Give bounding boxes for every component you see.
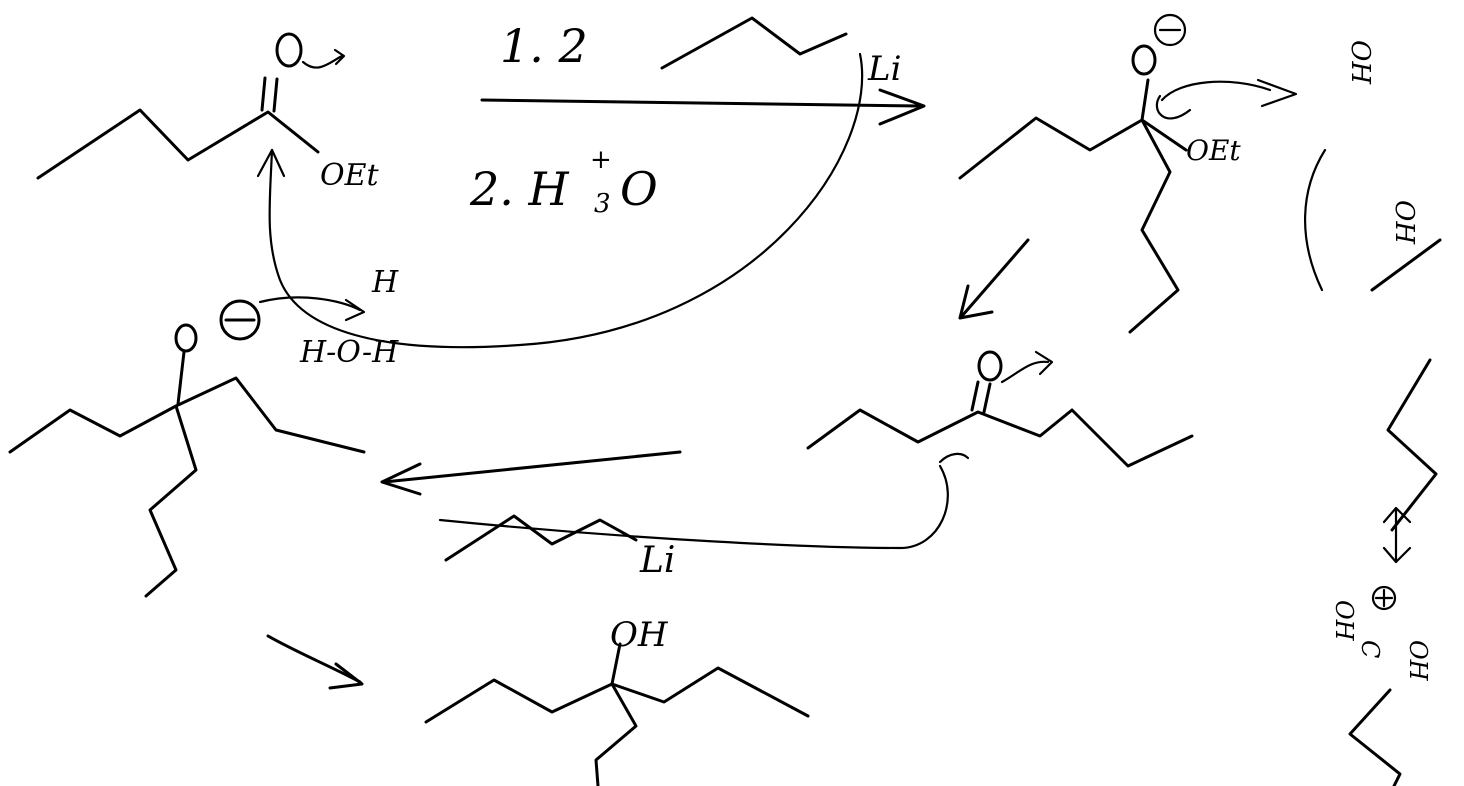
reagent-step-1: 1. 2 xyxy=(500,19,588,73)
nucleophile-attack-arrow xyxy=(268,52,864,349)
carbonyl-arrow xyxy=(301,54,344,69)
alkoxide-negative-icon xyxy=(219,299,261,341)
second-attack-arrow xyxy=(438,464,949,550)
svg-text:O: O xyxy=(620,162,658,216)
side-oh-label-1: OH xyxy=(1345,40,1375,85)
side-oh-label-3: OH xyxy=(1330,600,1358,642)
side-scheme: OH OH OH OH C xyxy=(1303,40,1442,786)
leaving-arrow xyxy=(1155,94,1192,120)
side-arrow xyxy=(1303,148,1327,292)
ester-oet-label: OEt xyxy=(320,158,379,193)
buli-li-label: Li xyxy=(639,540,675,581)
side-c-label: C xyxy=(1356,640,1384,658)
reagent-conditions: 1. 2 Li 2. H + 3 O xyxy=(469,16,926,219)
ketone-oxygen xyxy=(977,350,1003,382)
product-oh-label: OH xyxy=(610,615,669,655)
reaction-arrow-4 xyxy=(266,634,362,684)
water-h-top: H xyxy=(371,265,399,300)
tetrahedral-intermediate: OEt xyxy=(958,13,1298,334)
side-oh-label-2: OH xyxy=(1389,200,1419,245)
reaction-arrow-1 xyxy=(480,98,922,108)
reaction-arrow-3 xyxy=(382,450,682,484)
butyllithium: Li xyxy=(444,514,675,581)
tetra-oet-label: OEt xyxy=(1186,134,1241,167)
proton-transfer-arrow xyxy=(258,296,362,312)
ketone-molecule xyxy=(806,350,1194,468)
reagent-li: Li xyxy=(867,49,901,89)
ester-carbonyl-oxygen xyxy=(275,32,303,68)
product-alcohol: OH xyxy=(424,615,810,786)
alkoxide-molecule: H-O-H H xyxy=(8,265,399,598)
negative-charge-icon xyxy=(1153,13,1187,47)
water-label: H-O-H xyxy=(299,335,399,370)
svg-text:3: 3 xyxy=(594,189,611,219)
reform-carbonyl-arrow xyxy=(1160,80,1272,102)
tetra-oxygen xyxy=(1131,44,1157,76)
svg-text:2. H: 2. H xyxy=(469,162,570,216)
ketone-arrow xyxy=(1000,360,1050,384)
svg-text:+: + xyxy=(590,145,612,175)
ester-molecule: OEt xyxy=(36,32,379,193)
alkoxide-oxygen xyxy=(174,323,198,353)
side-oh-label-4: OH xyxy=(1404,640,1432,682)
reaction-arrow-2 xyxy=(960,238,1030,318)
reagent-step-2: 2. H + 3 O xyxy=(469,145,658,219)
